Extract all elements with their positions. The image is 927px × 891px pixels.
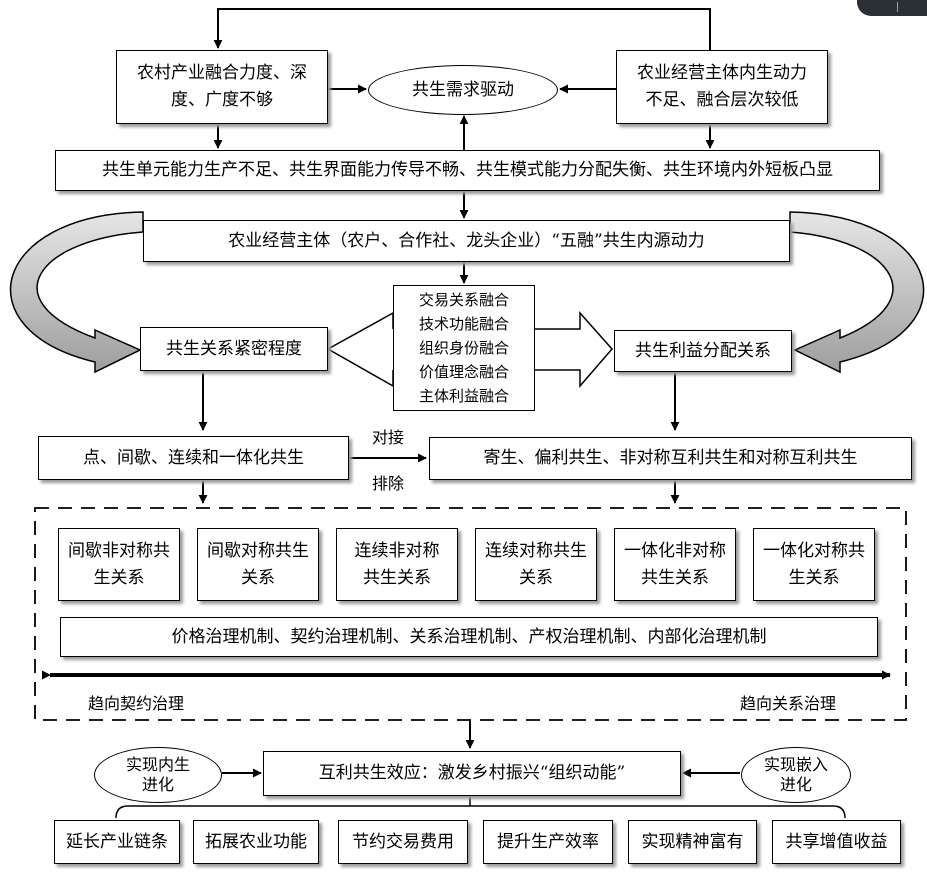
mutual-benefit-effect-label: 互利共生效应：激发乡村振兴“组织动能” (318, 763, 626, 783)
organization-mode-box: 点、间歇、连续和一体化共生 (38, 436, 349, 480)
governance-mechanisms-box: 价格治理机制、契约治理机制、关系治理机制、产权治理机制、内部化治理机制 (60, 617, 878, 657)
curved-band-right (789, 211, 925, 374)
governance-region (34, 507, 907, 721)
outcome-box: 拓展农业功能 (193, 820, 319, 864)
five-fusion-label: 农业经营主体（农户、合作社、龙头企业）“五融”共生内源动力 (228, 230, 705, 251)
double-arrow-right-half (535, 311, 613, 389)
outcome-label: 共享增值收益 (785, 831, 888, 852)
relation-box: 一体化非对称 共生关系 (614, 528, 736, 601)
relation-line: 关系 (519, 567, 553, 588)
relation-line: 生关系 (93, 567, 145, 588)
outcome-box: 共享增值收益 (772, 820, 901, 864)
outcome-box: 节约交易费用 (338, 820, 468, 864)
rural-fusion-problem-line1: 农村产业融合力度、深 (137, 63, 307, 83)
outcome-label: 节约交易费用 (352, 831, 454, 852)
relation-line: 生关系 (788, 567, 840, 588)
fusion-item: 组织身份融合 (418, 339, 509, 357)
relation-box: 连续对称共生 关系 (475, 528, 597, 601)
relation-line: 共生关系 (363, 567, 431, 588)
fusion-item: 交易关系融合 (418, 291, 509, 309)
outcome-label: 实现精神富有 (641, 831, 744, 852)
relation-box: 间歇非对称共 生关系 (58, 528, 180, 601)
outcome-label: 提升生产效率 (497, 831, 599, 852)
fusion-list-box: 交易关系融合 技术功能融合 组织身份融合 价值理念融合 主体利益融合 (393, 285, 535, 411)
internal-evolution-line1: 实现内生 (125, 755, 190, 774)
benefit-box: 共生利益分配关系 (614, 330, 792, 372)
window-corner-tab (857, 0, 927, 16)
relation-box: 间歇对称共生 关系 (197, 528, 319, 601)
relation-box: 一体化对称共 生关系 (753, 528, 875, 601)
feedback-loop-arrow (213, 8, 711, 52)
fusion-item: 主体利益融合 (418, 387, 509, 405)
internal-evolution-ellipse: 实现内生 进化 (94, 747, 222, 803)
symbiosis-demand-ellipse: 共生需求驱动 (368, 65, 558, 115)
closeness-box: 共生关系紧密程度 (140, 327, 328, 371)
outcome-label: 延长产业链条 (66, 831, 168, 852)
closeness-label: 共生关系紧密程度 (166, 338, 302, 359)
connect-label: 对接 (372, 428, 405, 447)
benefit-label: 共生利益分配关系 (635, 340, 771, 361)
relation-line: 共生关系 (641, 567, 709, 588)
symbiosis-deficits-label: 共生单元能力生产不足、共生界面能力传导不畅、共生模式能力分配失衡、共生环境内外短… (102, 160, 833, 180)
agri-subject-problem-line2: 不足、融合层次较低 (645, 90, 799, 110)
relation-line: 一体化非对称 (624, 540, 726, 561)
outcome-bracket (115, 805, 846, 819)
internal-evolution-line2: 进化 (141, 775, 174, 794)
outcome-box: 提升生产效率 (483, 820, 613, 864)
outcome-box: 延长产业链条 (54, 820, 180, 864)
relation-box: 连续非对称 共生关系 (336, 528, 458, 601)
outcome-label: 拓展农业功能 (205, 831, 307, 852)
relation-line: 连续对称共生 (485, 540, 587, 561)
embedded-evolution-line2: 进化 (779, 775, 812, 794)
outcome-box: 实现精神富有 (628, 820, 757, 864)
symbiosis-demand-label: 共生需求驱动 (412, 80, 514, 100)
mutual-benefit-effect-box: 互利共生效应：激发乡村振兴“组织动能” (263, 751, 681, 796)
relation-line: 关系 (241, 567, 275, 588)
embedded-evolution-ellipse: 实现嵌入 进化 (741, 747, 851, 803)
relation-line: 间歇非对称共 (68, 540, 170, 561)
fusion-item: 技术功能融合 (418, 315, 509, 333)
organization-mode-label: 点、间歇、连续和一体化共生 (83, 447, 304, 468)
agri-subject-problem-line1: 农业经营主体内生动力 (637, 63, 807, 83)
rural-fusion-problem-line2: 度、广度不够 (171, 90, 273, 110)
toward-contract-label: 趋向契约治理 (88, 694, 185, 713)
curved-band-left (9, 211, 144, 374)
rural-fusion-problem-box: 农村产业融合力度、深 度、广度不够 (116, 50, 328, 124)
governance-mechanisms-label: 价格治理机制、契约治理机制、关系治理机制、产权治理机制、内部化治理机制 (171, 626, 767, 647)
embedded-evolution-line1: 实现嵌入 (763, 755, 828, 774)
agri-subject-problem-box: 农业经营主体内生动力 不足、融合层次较低 (616, 50, 828, 124)
relation-line: 一体化对称共 (763, 540, 865, 561)
relation-line: 连续非对称 (354, 540, 440, 561)
exclude-label: 排除 (372, 474, 405, 493)
behavior-mode-box: 寄生、偏利共生、非对称互利共生和对称互利共生 (429, 437, 912, 480)
relation-line: 间歇对称共生 (207, 540, 309, 561)
double-arrow-left-half (326, 311, 394, 388)
toward-relation-label: 趋向关系治理 (740, 694, 837, 713)
behavior-mode-label: 寄生、偏利共生、非对称互利共生和对称互利共生 (483, 448, 858, 468)
five-fusion-box: 农业经营主体（农户、合作社、龙头企业）“五融”共生内源动力 (143, 220, 790, 262)
fusion-item: 价值理念融合 (418, 363, 509, 381)
symbiosis-deficits-box: 共生单元能力生产不足、共生界面能力传导不畅、共生模式能力分配失衡、共生环境内外短… (55, 150, 880, 191)
